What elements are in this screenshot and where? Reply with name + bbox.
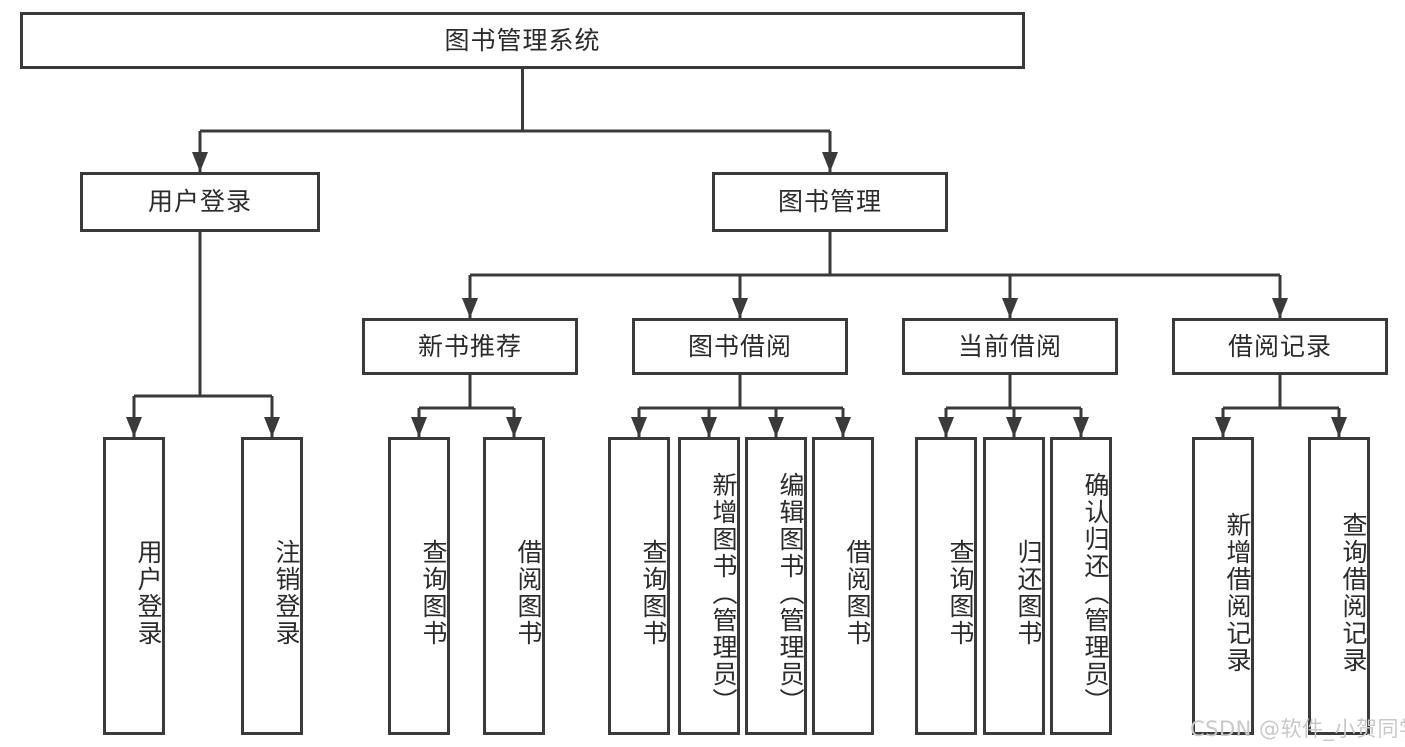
node-label: 借阅图书: [514, 539, 543, 647]
node-current[interactable]: 当前借阅: [902, 318, 1118, 375]
node-label: 查询借阅记录: [1339, 512, 1368, 674]
node-leaf-login-2[interactable]: 注销登录: [241, 437, 303, 735]
node-label: 注销登录: [272, 539, 301, 647]
node-label: 新增借阅记录: [1223, 512, 1252, 674]
node-leaf-bor-3[interactable]: 编辑图书（管理员）: [745, 437, 807, 735]
arrow-icon-leaf-login-1: [126, 417, 142, 437]
node-borrow[interactable]: 图书借阅: [632, 318, 848, 375]
node-records[interactable]: 借阅记录: [1172, 318, 1388, 375]
arrow-icon-records: [1272, 298, 1288, 318]
node-label: 用户登录: [134, 539, 163, 647]
arrow-icon-leaf-bor-4: [835, 417, 851, 437]
node-root[interactable]: 图书管理系统: [20, 12, 1025, 69]
node-label: 确认归还（管理员）: [1081, 471, 1110, 715]
arrow-icon-leaf-cur-1: [938, 417, 954, 437]
node-leaf-cur-2[interactable]: 归还图书: [983, 437, 1045, 735]
arrow-icon-leaf-rec-2: [1331, 417, 1347, 437]
arrow-icon-leaf-bor-3: [768, 417, 784, 437]
node-label: 归还图书: [1014, 539, 1043, 647]
node-leaf-cur-1[interactable]: 查询图书: [915, 437, 977, 735]
node-login[interactable]: 用户登录: [80, 172, 320, 232]
arrow-icon-borrow: [732, 298, 748, 318]
arrow-icon-leaf-cur-3: [1073, 417, 1089, 437]
node-leaf-cur-3[interactable]: 确认归还（管理员）: [1050, 437, 1112, 735]
node-leaf-bor-4[interactable]: 借阅图书: [812, 437, 874, 735]
arrow-icon-leaf-bor-1: [631, 417, 647, 437]
node-leaf-bor-1[interactable]: 查询图书: [608, 437, 670, 735]
node-leaf-rec-2[interactable]: 查询借阅记录: [1308, 437, 1370, 735]
arrow-icon-leaf-new-2: [506, 417, 522, 437]
node-leaf-new-2[interactable]: 借阅图书: [483, 437, 545, 735]
node-label: 图书借阅: [687, 331, 792, 361]
arrow-icon-leaf-cur-2: [1006, 417, 1022, 437]
arrow-icon-leaf-rec-1: [1215, 417, 1231, 437]
node-label: 用户登录: [147, 187, 252, 217]
node-label: 新增图书（管理员）: [709, 471, 738, 715]
node-newbook[interactable]: 新书推荐: [362, 318, 578, 375]
node-label: 图书管理系统: [444, 25, 601, 55]
arrow-icon-current: [1002, 298, 1018, 318]
arrow-icon-leaf-bor-2: [701, 417, 717, 437]
arrow-icon-leaf-login-2: [264, 417, 280, 437]
node-label: 借阅图书: [843, 539, 872, 647]
arrow-icon-bookmgmt: [822, 152, 838, 172]
node-label: 查询图书: [946, 539, 975, 647]
node-leaf-rec-1[interactable]: 新增借阅记录: [1192, 437, 1254, 735]
node-label: 查询图书: [639, 539, 668, 647]
arrow-icon-leaf-new-1: [411, 417, 427, 437]
watermark: CSDN @软件_小贺同学: [1190, 717, 1405, 741]
node-label: 图书管理: [777, 187, 882, 217]
node-leaf-new-1[interactable]: 查询图书: [388, 437, 450, 735]
node-label: 新书推荐: [417, 331, 522, 361]
node-bookmgmt[interactable]: 图书管理: [712, 172, 948, 232]
node-leaf-bor-2[interactable]: 新增图书（管理员）: [678, 437, 740, 735]
node-label: 借阅记录: [1227, 331, 1332, 361]
arrow-icon-login: [192, 152, 208, 172]
arrow-icon-newbook: [462, 298, 478, 318]
node-label: 编辑图书（管理员）: [776, 471, 805, 715]
node-label: 查询图书: [419, 539, 448, 647]
node-leaf-login-1[interactable]: 用户登录: [103, 437, 165, 735]
node-label: 当前借阅: [957, 331, 1062, 361]
